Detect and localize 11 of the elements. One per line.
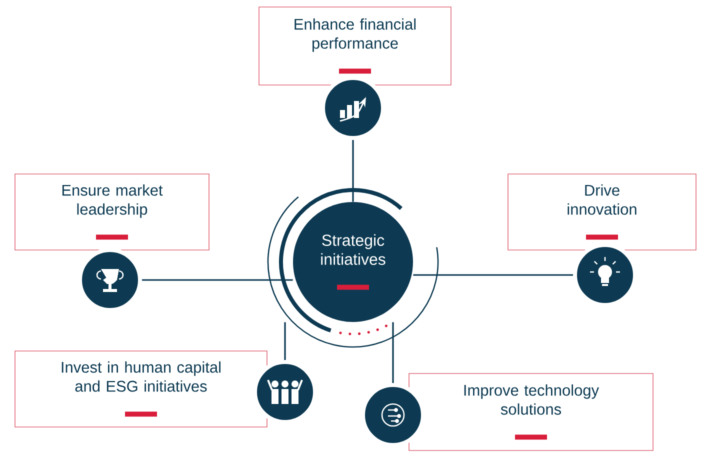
- initiative-box: Invest in human capital and ESG initiatives: [14, 350, 268, 428]
- connector-line: [352, 140, 354, 202]
- initiative-box: Ensure market leadership: [14, 174, 210, 250]
- connector-line: [284, 322, 286, 360]
- connector-line: [413, 274, 573, 276]
- initiative-box: Enhance financial performance: [258, 6, 452, 86]
- initiative-box: Improve technology solutions: [408, 373, 654, 451]
- connector-line: [392, 322, 394, 383]
- icon-circle: [361, 383, 425, 447]
- connector-line: [142, 279, 293, 281]
- initiative-box: Drive innovation: [508, 174, 696, 250]
